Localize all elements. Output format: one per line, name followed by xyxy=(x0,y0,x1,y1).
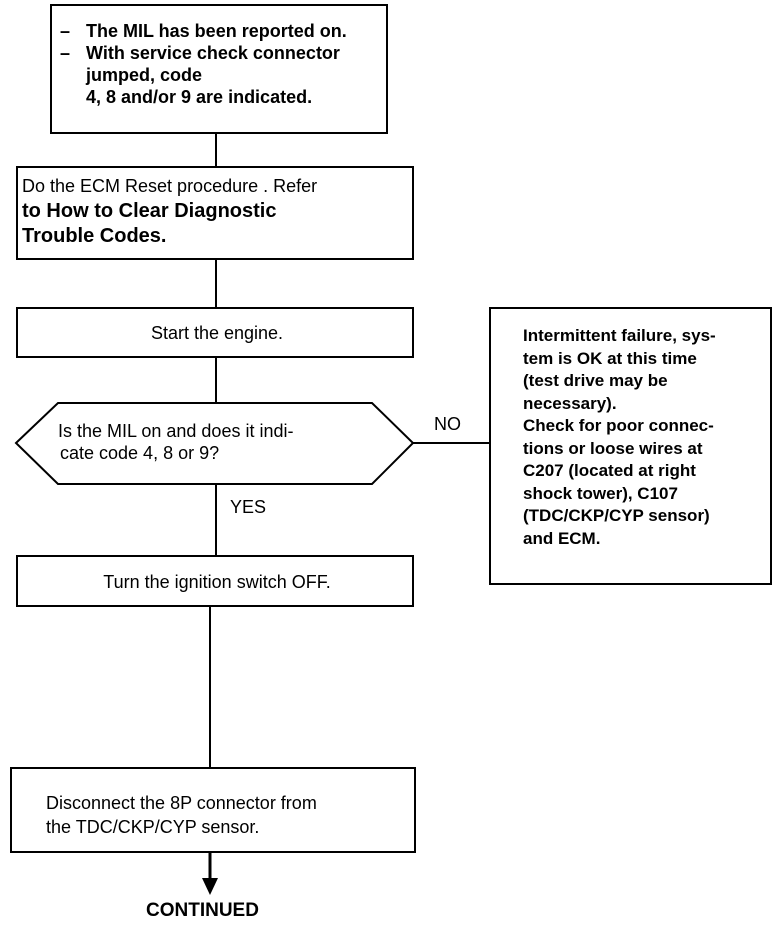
bullet-mil-reported: – The MIL has been reported on. xyxy=(60,21,347,41)
ecm-reset-box: Do the ECM Reset procedure . Refer to Ho… xyxy=(16,166,414,260)
ecm-reset-line1: Do the ECM Reset procedure . Refer xyxy=(22,176,318,196)
ignition-off-box: Turn the ignition switch OFF. xyxy=(16,555,414,607)
no-label: NO xyxy=(434,414,461,434)
start-engine-text: Start the engine. xyxy=(150,323,284,343)
start-engine-box: Start the engine. xyxy=(16,307,414,358)
decision-question: Is the MIL on and does it indi- cate cod… xyxy=(58,421,294,463)
start-box: – The MIL has been reported on. – With s… xyxy=(50,4,388,134)
ecm-reset-line3: Trouble Codes. xyxy=(22,225,167,247)
continued-label: CONTINUED xyxy=(146,900,259,921)
disconnect-line2: the TDC/CKP/CYP sensor. xyxy=(46,817,260,837)
intermittent-failure-box: Intermittent failure, sys- tem is OK at … xyxy=(489,307,772,585)
arrow-down-icon xyxy=(202,878,218,895)
disconnect-line1: Disconnect the 8P connector from xyxy=(46,793,317,813)
ecm-reset-line2: to How to Clear Diagnostic xyxy=(22,200,277,222)
yes-label: YES xyxy=(230,497,267,517)
disconnect-connector-box: Disconnect the 8P connector from the TDC… xyxy=(10,767,416,853)
bullet-service-check: – With service check connector jumped, c… xyxy=(60,43,340,107)
ignition-off-text: Turn the ignition switch OFF. xyxy=(103,572,331,592)
